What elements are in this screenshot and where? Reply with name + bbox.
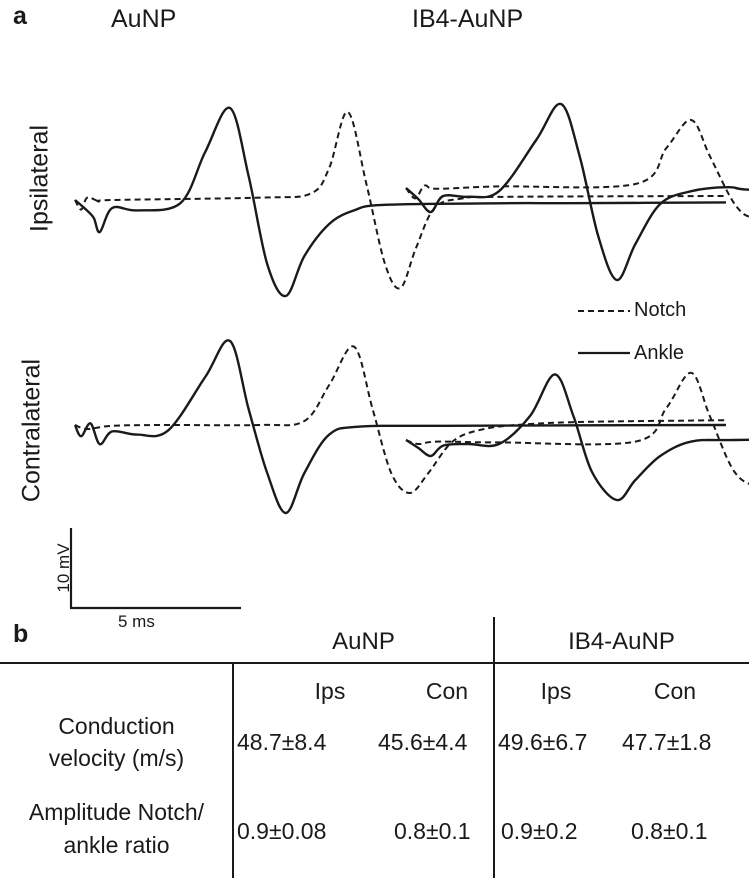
trace-ib4-aunp-ipsilateral-notch	[405, 119, 749, 218]
value-velocity-aunp-con: 45.6±4.4	[378, 729, 468, 755]
table-group-ib4-aunp: IB4-AuNP	[568, 628, 675, 655]
value-ratio-aunp-con: 0.8±0.1	[394, 818, 471, 844]
trace-ib4-aunp-ipsilateral-ankle	[405, 102, 749, 282]
row-label-velocity-line1: Conduction	[58, 713, 175, 739]
value-ratio-ib4-con: 0.8±0.1	[631, 818, 708, 844]
scale-bar-vertical-label: 10 mV	[54, 543, 73, 593]
column-title-aunp: AuNP	[111, 5, 177, 33]
value-ratio-aunp-ips: 0.9±0.08	[237, 818, 327, 844]
value-ratio-ib4-ips: 0.9±0.2	[501, 818, 578, 844]
trace-aunp-ipsilateral-notch	[74, 110, 727, 290]
panel-a-label: a	[13, 2, 27, 30]
trace-aunp-ipsilateral-ankle	[74, 106, 727, 298]
column-title-ib4-aunp: IB4-AuNP	[412, 5, 524, 33]
value-velocity-ib4-con: 47.7±1.8	[622, 729, 712, 755]
trace-ib4-aunp-contralateral-ankle	[405, 373, 749, 502]
table-sub-ips-1: Ips	[314, 678, 346, 704]
table-sub-con-2: Con	[653, 678, 697, 704]
table-sub-ips-2: Ips	[540, 678, 572, 704]
row-label-velocity-line2: velocity (m/s)	[48, 745, 185, 771]
row-label-ratio-line1: Amplitude Notch/	[28, 799, 205, 825]
legend-ankle-label: Ankle	[634, 342, 685, 364]
scale-bar-horizontal-label: 5 ms	[118, 612, 155, 631]
recording-traces	[69, 102, 749, 610]
legend-notch-label: Notch	[634, 299, 687, 321]
trace-ib4-aunp-contralateral-notch	[405, 371, 749, 485]
trace-aunp-contralateral-ankle	[73, 339, 727, 515]
table-group-aunp: AuNP	[332, 628, 395, 655]
value-velocity-ib4-ips: 49.6±6.7	[498, 729, 588, 755]
row-label-ratio-line2: ankle ratio	[63, 832, 170, 858]
panel-b-label: b	[13, 620, 29, 648]
value-velocity-aunp-ips: 48.7±8.4	[237, 729, 327, 755]
trace-aunp-contralateral-notch	[74, 345, 727, 494]
table-sub-con-1: Con	[425, 678, 469, 704]
